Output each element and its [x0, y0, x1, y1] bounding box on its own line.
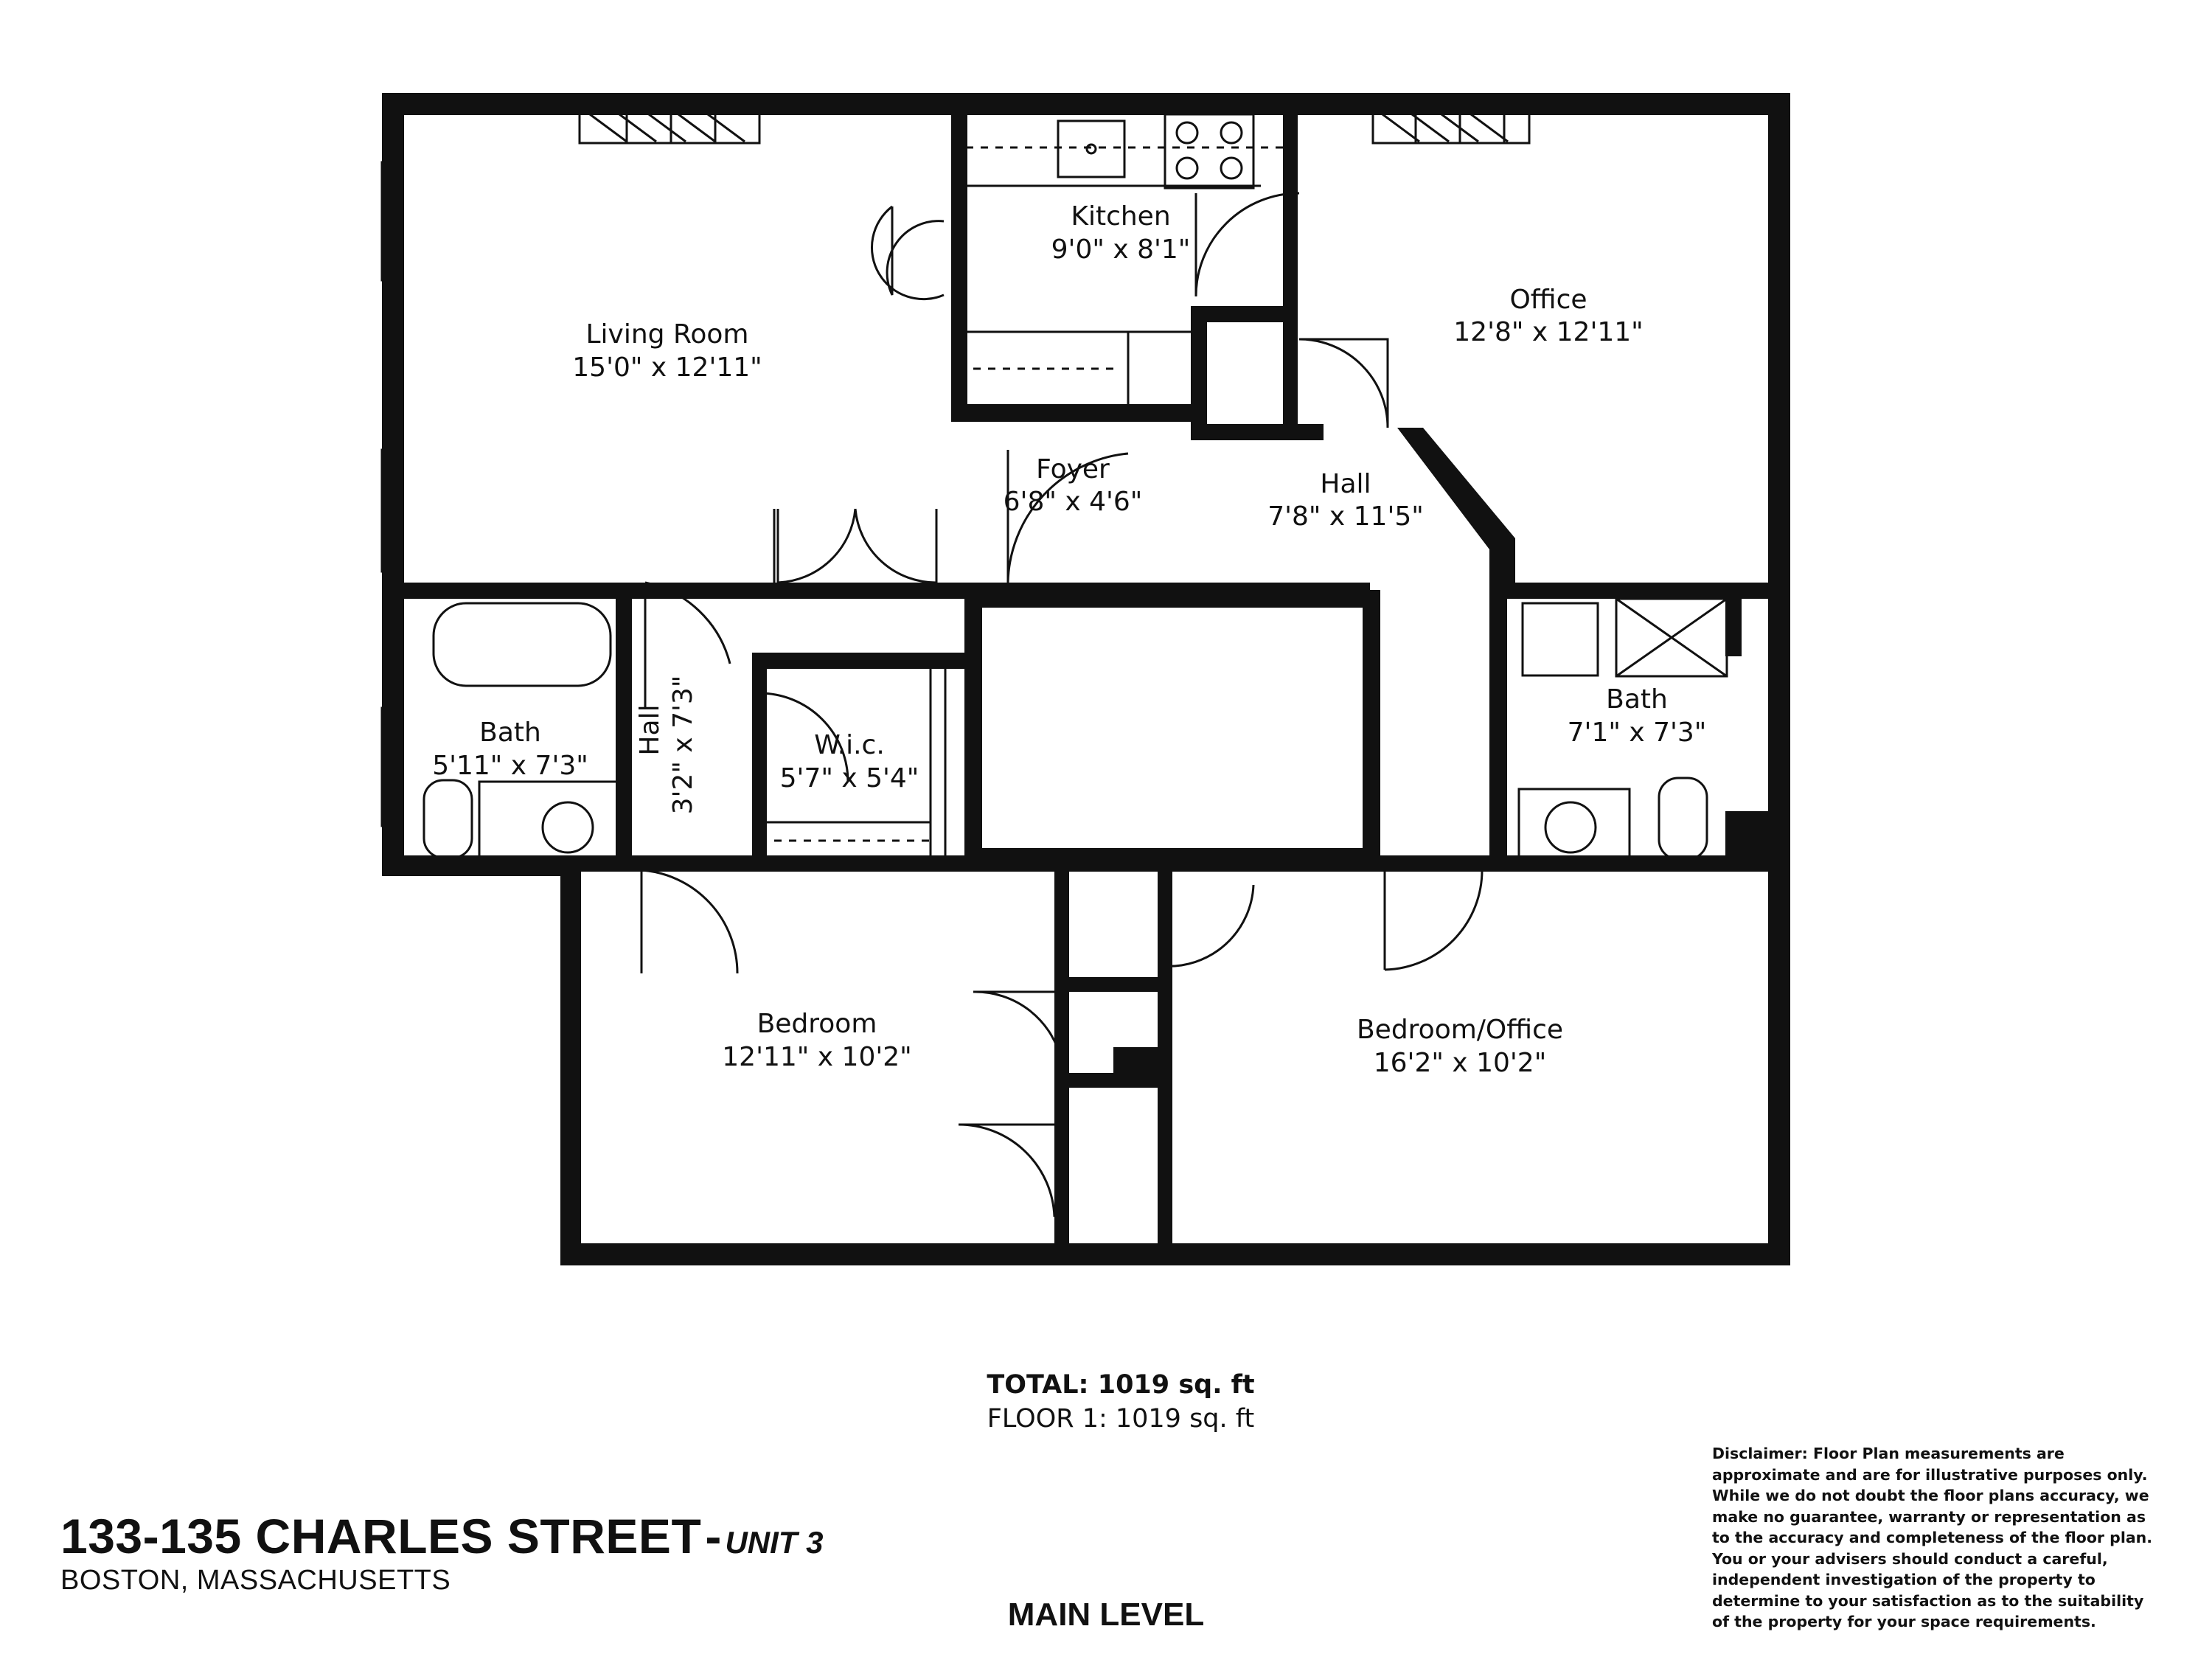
room-name: Bedroom/Office — [1357, 1015, 1563, 1045]
room-dimensions: 5'7" x 5'4" — [780, 763, 919, 793]
room-labels: Living Room 15'0" x 12'11" Kitchen 9'0" … — [432, 201, 1706, 1078]
property-address: 133-135 CHARLES STREET - UNIT 3 — [60, 1508, 823, 1564]
street-address: 133-135 CHARLES STREET — [60, 1509, 702, 1563]
room-name: Bedroom — [757, 1009, 877, 1039]
room-name: Living Room — [586, 319, 749, 350]
floor-plan-drawing: Living Room 15'0" x 12'11" Kitchen 9'0" … — [380, 93, 1790, 1265]
walls — [382, 93, 1790, 1265]
city-state: BOSTON, MASSACHUSETTS — [60, 1565, 451, 1596]
room-name: Hall — [635, 704, 665, 755]
room-name: Bath — [1606, 684, 1668, 715]
room-name: Office — [1509, 285, 1587, 315]
area-summary: TOTAL: 1019 sq. ft FLOOR 1: 1019 sq. ft — [973, 1368, 1268, 1436]
room-name: Bath — [479, 718, 541, 748]
room-name: Foyer — [1036, 454, 1110, 484]
disclaimer-text: Disclaimer: Floor Plan measurements are … — [1712, 1445, 2153, 1630]
room-dimensions: 9'0" x 8'1" — [1051, 235, 1191, 265]
room-dimensions: 6'8" x 4'6" — [1004, 487, 1143, 517]
room-name: Kitchen — [1071, 201, 1170, 232]
address-separator: - — [705, 1509, 722, 1563]
room-dimensions: 3'2" x 7'3" — [668, 675, 698, 815]
room-dimensions: 7'1" x 7'3" — [1568, 718, 1707, 748]
room-dimensions: 12'11" x 10'2" — [722, 1042, 911, 1072]
room-dimensions: 7'8" x 11'5" — [1267, 501, 1424, 532]
room-dimensions: 12'8" x 12'11" — [1453, 317, 1643, 347]
level-title: MAIN LEVEL — [1007, 1597, 1205, 1633]
room-name: W.i.c. — [814, 730, 885, 760]
total-area: TOTAL: 1019 sq. ft — [987, 1370, 1255, 1400]
floor-area: FLOOR 1: 1019 sq. ft — [987, 1404, 1255, 1434]
room-dimensions: 15'0" x 12'11" — [572, 352, 762, 383]
room-dimensions: 5'11" x 7'3" — [432, 751, 588, 781]
room-name: Hall — [1320, 469, 1371, 499]
fixtures — [380, 111, 1783, 1217]
room-dimensions: 16'2" x 10'2" — [1374, 1048, 1547, 1078]
unit-number: UNIT 3 — [725, 1525, 824, 1560]
